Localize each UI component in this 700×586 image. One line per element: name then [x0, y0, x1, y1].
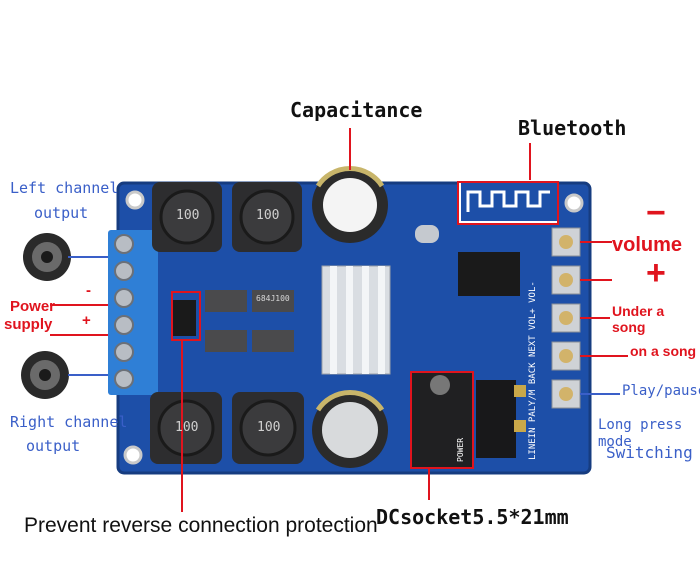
right-channel-label-line2: output [26, 437, 81, 455]
inductor-tm [232, 182, 302, 252]
power-label-line1: Power [10, 298, 56, 315]
left-channel-label-line1: Left channel [10, 179, 119, 197]
inductor-marking-tl: 100 [176, 208, 200, 223]
capacitance-label: Capacitance [290, 98, 423, 122]
speaker-icon-left [23, 233, 71, 281]
right-channel-label-line1: Right channel [10, 413, 128, 431]
dc-socket-label: DCsocket5.5*21mm [376, 505, 569, 529]
power-label-line2: supply [4, 316, 53, 333]
bluetooth-label: Bluetooth [518, 116, 627, 140]
minus-sign-label: - [86, 282, 91, 299]
long-press-label-line1: Long press mode [598, 417, 683, 450]
film-cap-2 [252, 290, 294, 312]
silkscreen-edge-text: LINEIN PALY/M BACK NEXT VOL+ VOL- [528, 281, 538, 460]
audio-jack [476, 380, 516, 458]
protection-chip [172, 300, 196, 336]
inductor-bl [150, 392, 222, 464]
prevent-reverse-label: Prevent reverse connection protection [24, 514, 378, 537]
long-press-label-line2: Switching [606, 443, 693, 462]
film-cap-3 [205, 330, 247, 352]
heatsink [321, 265, 391, 375]
bluetooth-module [459, 181, 559, 223]
film-cap-4 [252, 330, 294, 352]
on-a-song-label: on a song [630, 343, 697, 359]
plus-sign-label: + [82, 312, 91, 329]
inductor-tl [152, 182, 222, 252]
electrolytic-cap-bottom [312, 390, 388, 468]
volume-label: volume [612, 234, 683, 256]
mount-hole-tr [564, 193, 584, 213]
terminal-block [108, 230, 158, 395]
under-a-song-label: Under a song [612, 303, 665, 335]
power-silkscreen: POWER [456, 437, 465, 462]
volume-minus-label: − [646, 194, 666, 232]
inductor-marking-tm: 100 [256, 208, 280, 223]
mount-hole-tl [125, 190, 145, 210]
volume-plus-label: + [646, 254, 666, 292]
left-channel-label-line2: output [34, 204, 89, 222]
film-cap-1 [205, 290, 247, 312]
tact-buttons [551, 227, 581, 409]
crystal [415, 225, 439, 243]
dc-socket [412, 372, 472, 467]
main-ic [458, 252, 520, 296]
film-cap-marking: 684J100 [256, 294, 290, 303]
mount-hole-bl [123, 445, 143, 465]
inductor-bm [232, 392, 304, 464]
inductor-marking-bm: 100 [257, 420, 281, 435]
annotation-lines [50, 128, 628, 512]
inductor-marking-bl: 100 [175, 420, 199, 435]
speaker-icon-right [21, 351, 69, 399]
play-pause-label: Play/pause [622, 383, 700, 399]
electrolytic-cap-top [312, 166, 388, 243]
terminal-screws [114, 234, 134, 389]
